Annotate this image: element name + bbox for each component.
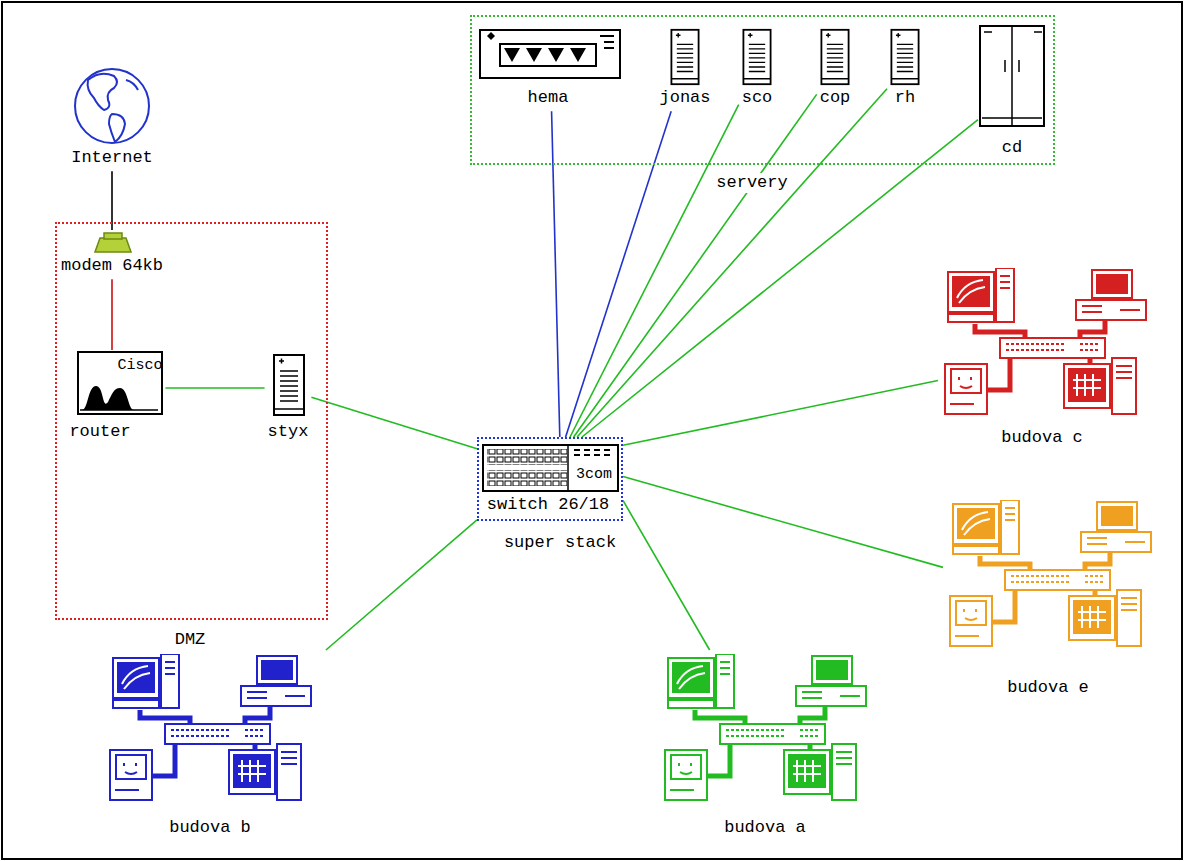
node-label: modem 64kb [61, 256, 163, 276]
node-label: budova c [1001, 428, 1083, 448]
node-label: jonas [659, 88, 710, 108]
building-lan: budova c [938, 266, 1152, 451]
lan-cluster [950, 500, 1151, 646]
node-label: DMZ [173, 630, 208, 650]
node-label: hema [528, 88, 569, 108]
dmz-zone: DMZmodem 64kbrouterCiscostyx [55, 222, 328, 620]
server-icon [671, 30, 698, 84]
hema-icon [480, 30, 620, 78]
lan-cluster [110, 654, 311, 800]
modem-icon [95, 233, 131, 252]
node-label: sco [742, 88, 773, 108]
router-icon [78, 352, 162, 414]
network-link [623, 381, 938, 446]
node-label: styx [268, 422, 309, 442]
globe-icon [75, 69, 149, 143]
router-device: router Cisco [66, 350, 165, 445]
modem-device: modem 64kb [58, 230, 170, 279]
network-link [166, 387, 265, 389]
lan-cluster [945, 268, 1146, 414]
lan-cluster [665, 654, 866, 800]
network-link [582, 120, 978, 437]
cabinet-icon [980, 26, 1044, 126]
switch-device: switch 26/18super stack3com [477, 437, 623, 521]
building-lan: budova e [943, 496, 1163, 701]
network-link [111, 171, 113, 230]
server-icon [743, 30, 770, 84]
switch-icon [483, 445, 618, 491]
network-link [577, 89, 887, 437]
server-device: sco [739, 26, 776, 111]
network-link [623, 500, 710, 650]
node-label: cop [820, 88, 851, 108]
internet-cloud: Internet [68, 66, 156, 171]
server-device: styx [265, 346, 312, 445]
server-icon [274, 355, 304, 415]
network-link [566, 111, 672, 437]
network-link [574, 94, 817, 437]
server-icon [891, 30, 918, 84]
network-link [111, 279, 113, 350]
node-label: Cisco [117, 357, 162, 375]
node-label: switch 26/18 [487, 495, 609, 515]
server-group: serveryhemajonasscocoprhcd [470, 15, 1055, 165]
network-link [552, 111, 560, 437]
node-label: budova a [724, 818, 806, 838]
node-label: servery [714, 173, 789, 193]
network-link [326, 520, 477, 650]
building-lan: budova a [658, 650, 872, 841]
network-link [311, 397, 477, 448]
node-label: cd [1002, 138, 1022, 158]
node-label: 3com [576, 466, 612, 484]
server-device: cop [817, 26, 854, 111]
server-device: rh [887, 26, 923, 111]
node-label: budova e [1007, 678, 1089, 698]
node-label: rh [895, 88, 915, 108]
node-label: super stack [502, 533, 618, 553]
server-device: jonas [656, 26, 713, 111]
server-device: hema [478, 26, 623, 111]
node-label: budova b [169, 818, 251, 838]
network-link [570, 105, 739, 437]
server-icon [821, 30, 848, 84]
node-label: Internet [71, 148, 153, 168]
network-link [623, 477, 943, 568]
server-device: cd [978, 22, 1048, 161]
building-lan: budova b [100, 650, 330, 841]
node-label: router [69, 422, 130, 442]
